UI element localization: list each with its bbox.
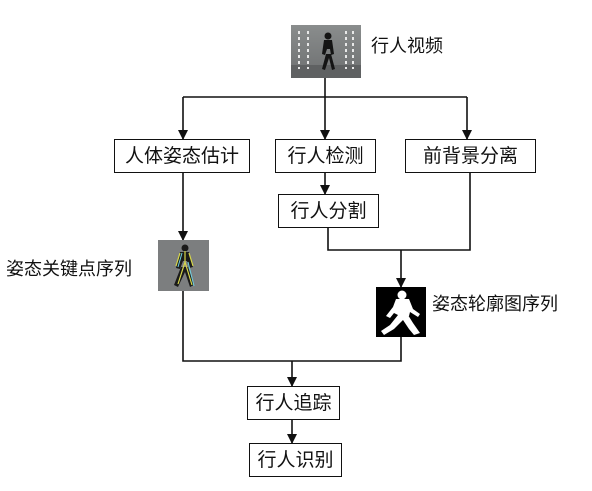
tracking-box: 行人追踪	[247, 386, 340, 420]
keypoints-label: 姿态关键点序列	[6, 259, 132, 280]
connector-fg-bg-merge	[401, 173, 471, 251]
pedestrian-video-thumbnail	[291, 25, 361, 78]
video-label: 行人视频	[371, 36, 443, 57]
silhouette-label: 姿态轮廓图序列	[432, 294, 558, 315]
keypoint-sequence-thumbnail	[158, 240, 209, 291]
connector-keypoints-merge	[182, 291, 292, 362]
connector-segmentation-merge	[327, 228, 401, 251]
segmentation-box: 行人分割	[278, 194, 379, 228]
fg-bg-separation-box: 前背景分离	[405, 139, 536, 173]
silhouette-sequence-thumbnail	[376, 287, 426, 337]
connector-silhouette-merge	[292, 337, 402, 362]
detection-box: 行人检测	[275, 139, 376, 173]
pose-estimation-box: 人体姿态估计	[114, 139, 250, 173]
recognition-box: 行人识别	[249, 443, 342, 477]
